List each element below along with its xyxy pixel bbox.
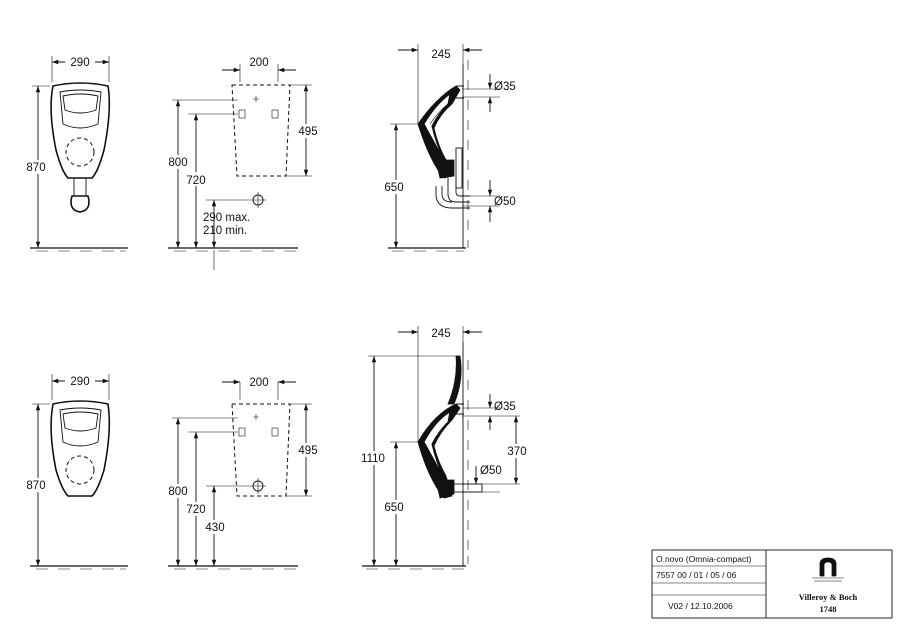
bottom-back-mid-label: 720	[186, 504, 205, 516]
top-back-height-label: 495	[298, 126, 317, 138]
top-front-height-label: 870	[26, 162, 45, 174]
top-side-height-label: 650	[384, 182, 403, 194]
title-version: V02 / 12.10.2006	[668, 601, 733, 611]
top-back-mid-label: 720	[186, 175, 205, 187]
top-back-total-label: 800	[168, 157, 187, 169]
bottom-side-depth-label: 245	[431, 328, 450, 340]
bottom-front-view: 290 870	[22, 373, 128, 570]
top-front-width-label: 290	[70, 57, 89, 69]
top-side-depth-label: 245	[431, 49, 450, 61]
bottom-back-low-label: 430	[205, 522, 224, 534]
title-codes: 7557 00 / 01 / 05 / 06	[656, 570, 737, 580]
title-block: O.novo (Omnia-compact) 7557 00 / 01 / 05…	[651, 549, 893, 619]
top-side-dia-bottom: Ø50	[494, 196, 516, 208]
top-back-note-min: 210 min.	[203, 225, 247, 237]
top-back-note-max: 290 max.	[203, 212, 250, 224]
bottom-side-height-label: 650	[384, 502, 403, 514]
top-front-view: 290 870	[22, 54, 128, 252]
brand-name: Villeroy & Boch	[799, 592, 858, 602]
bottom-back-total-label: 800	[168, 486, 187, 498]
bottom-front-height-label: 870	[26, 480, 45, 492]
top-back-view: 200 495 800 720 290 max. 210 min.	[164, 57, 323, 270]
bottom-side-dia-top: Ø35	[494, 401, 516, 413]
bottom-front-width-label: 290	[70, 376, 89, 388]
title-product: O.novo (Omnia-compact)	[656, 554, 752, 564]
bottom-side-dia-mid: Ø50	[480, 465, 502, 477]
bottom-side-total-label: 1110	[361, 453, 385, 465]
bottom-side-view: 245 1110 Ø35 Ø50 370 650	[356, 326, 530, 570]
bottom-side-right-label: 370	[507, 446, 526, 458]
top-back-width-label: 200	[249, 57, 268, 69]
bottom-back-view: 200 495 800 720 430	[164, 377, 323, 570]
bottom-back-height-label: 495	[298, 445, 317, 457]
bottom-back-width-label: 200	[249, 377, 268, 389]
brand-year: 1748	[820, 604, 837, 614]
top-side-view: 245 Ø35 Ø50 650	[380, 44, 516, 252]
top-side-dia-top: Ø35	[494, 81, 516, 93]
villeroy-boch-gate-icon	[812, 557, 844, 582]
